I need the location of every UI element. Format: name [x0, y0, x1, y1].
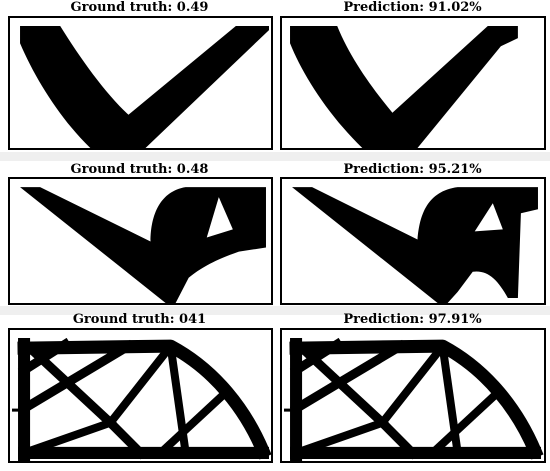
- strut: [154, 386, 232, 459]
- prediction-topology-2: [280, 177, 546, 305]
- strut: [104, 340, 177, 429]
- strut: [103, 416, 147, 460]
- ground-truth-topology-3: [8, 328, 273, 463]
- void-hole: [206, 197, 233, 238]
- strut: [295, 341, 389, 430]
- strut: [17, 339, 135, 415]
- strut: [426, 386, 504, 459]
- material-region: [20, 26, 269, 148]
- ground-truth-caption: Ground truth: 0.48: [70, 162, 209, 177]
- outer-arch: [17, 339, 271, 460]
- strut: [375, 416, 419, 460]
- outer-arch: [289, 339, 544, 460]
- support: [284, 408, 295, 412]
- prediction-caption: Prediction: 91.02%: [343, 0, 482, 15]
- row-separator: [0, 152, 550, 161]
- prediction-topology-1: [280, 16, 546, 150]
- support: [12, 408, 23, 412]
- ground-truth-caption: Ground truth: 0.49: [70, 0, 209, 15]
- strut: [376, 340, 449, 429]
- row-separator: [0, 306, 550, 315]
- strut: [23, 341, 117, 430]
- material-region: [290, 26, 518, 148]
- strut: [289, 339, 407, 415]
- void-hole: [474, 203, 503, 232]
- prediction-caption: Prediction: 95.21%: [343, 162, 482, 177]
- strut: [290, 417, 388, 459]
- ground-truth-topology-2: [8, 177, 273, 305]
- material-region: [292, 187, 538, 303]
- ground-truth-caption: Ground truth: 041: [72, 312, 207, 327]
- ground-truth-topology-1: [8, 16, 273, 150]
- prediction-caption: Prediction: 97.91%: [343, 312, 482, 327]
- material-region: [20, 187, 266, 303]
- strut: [18, 417, 116, 459]
- prediction-topology-3: [280, 328, 546, 463]
